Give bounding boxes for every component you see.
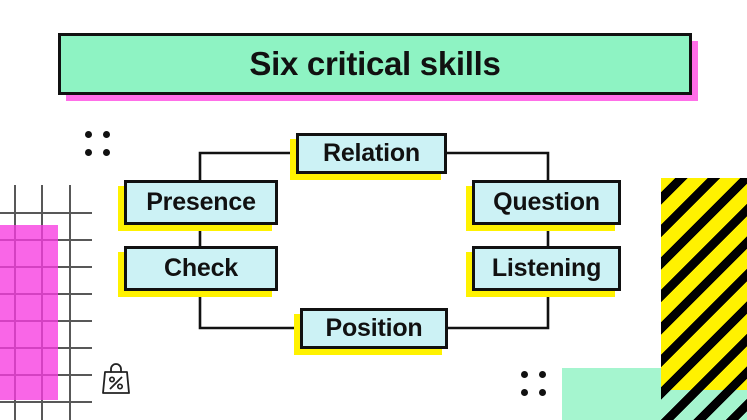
node-question[interactable]: Question: [472, 180, 621, 225]
node-check[interactable]: Check: [124, 246, 278, 291]
dot: [539, 389, 546, 396]
dot: [521, 371, 528, 378]
title-banner: Six critical skills: [58, 33, 692, 95]
node-position[interactable]: Position: [300, 308, 448, 349]
connector-relation-presence: [198, 151, 296, 180]
node-label-position: Position: [325, 314, 423, 342]
dot-cluster-bottom-right: [521, 371, 546, 396]
dot: [85, 131, 92, 138]
grid-horizontal-line: [0, 401, 92, 403]
dot: [521, 389, 528, 396]
grid-vertical-line: [69, 185, 71, 420]
connector-check-position: [198, 291, 300, 330]
node-relation[interactable]: Relation: [296, 133, 447, 174]
node-label-question: Question: [493, 188, 600, 216]
dot: [103, 131, 110, 138]
node-presence[interactable]: Presence: [124, 180, 278, 225]
magenta-rectangle: [0, 225, 58, 400]
shopping-bag-percent-icon: [100, 361, 132, 395]
dot: [85, 149, 92, 156]
connector-relation-question: [447, 151, 550, 180]
node-label-presence: Presence: [146, 188, 256, 216]
node-label-relation: Relation: [322, 139, 421, 167]
dot-cluster-top-left: [85, 131, 110, 156]
grid-horizontal-line: [0, 212, 92, 214]
connector-listening-position: [448, 291, 550, 330]
page-title: Six critical skills: [249, 45, 501, 82]
yellow-striped-block: [661, 178, 747, 420]
dot: [103, 149, 110, 156]
dot: [539, 371, 546, 378]
diagonal-stripes: [661, 178, 747, 420]
node-listening[interactable]: Listening: [472, 246, 621, 291]
node-label-check: Check: [163, 254, 239, 282]
node-label-listening: Listening: [491, 254, 602, 282]
